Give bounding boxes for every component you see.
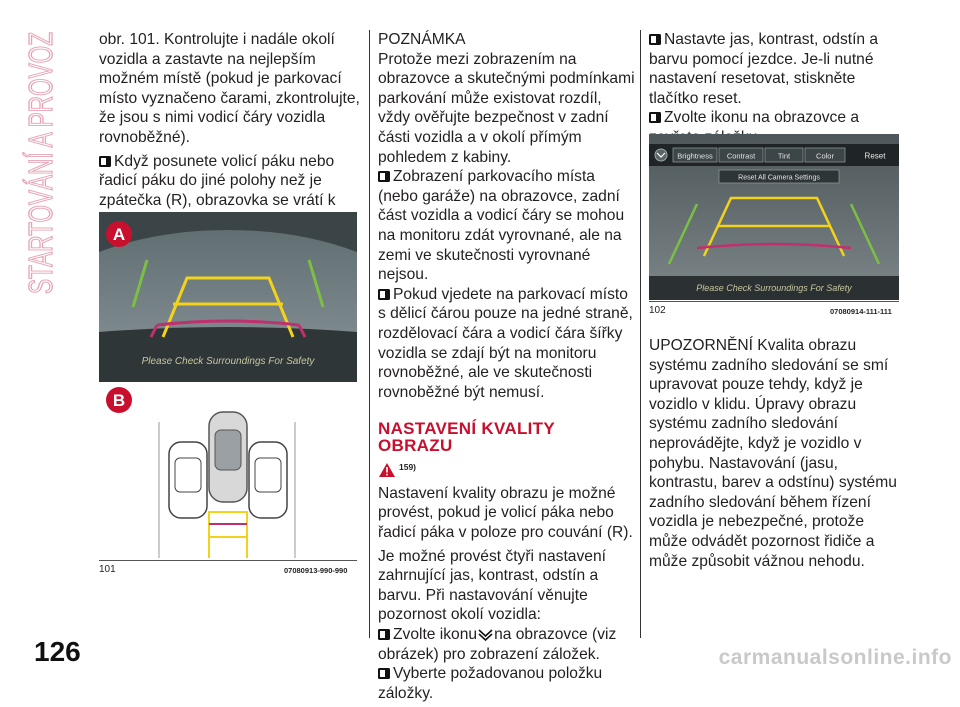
tab-tint[interactable]	[764, 147, 804, 163]
col3-bullet-1-text: Nastavte jas, kontrast, odstín a barvu p…	[649, 31, 879, 107]
guide-line-yellow	[161, 276, 295, 338]
column-3-warning: UPOZORNĚNÍ Kvalita obrazu systému zadníh…	[649, 336, 905, 575]
column-divider-1	[369, 30, 370, 638]
page-number: 126	[34, 636, 81, 667]
col2-paragraph-2: Je možné provést čtyři nastavení zahrnuj…	[378, 547, 606, 624]
bullet-marker-icon	[378, 288, 390, 300]
watermark: carmanualsonline.info	[718, 646, 952, 669]
bullet-marker-icon	[649, 34, 661, 45]
col2-bullet-1: Zobrazení parkovacího místa (nebo garáže…	[378, 167, 636, 285]
reset-all-button[interactable]	[718, 169, 840, 184]
col2-bullet-2: Pokud vjedete na parkovací místo s dělic…	[378, 285, 636, 403]
parked-car-left	[168, 441, 208, 519]
col3-warning-text: UPOZORNĚNÍ Kvalita obrazu systému zadníh…	[649, 337, 897, 570]
col2-bullet-3-after: na obrazovce (viz obrázek) pro zobrazení…	[378, 626, 617, 663]
bullet-marker-icon	[99, 155, 111, 167]
tab-tint-label: Tint	[778, 152, 791, 161]
fig101-overlay-text: Please Check Surroundings For Safety	[142, 356, 316, 367]
note-title: POZNÁMKA	[378, 31, 466, 48]
label-a: A	[113, 225, 125, 244]
col3-bullet-1: Nastavte jas, kontrast, odstín a barvu p…	[649, 30, 905, 108]
col2-bullet-4: Vyberte požadovanou položku záložky.	[378, 664, 636, 703]
label-b-badge	[106, 387, 132, 413]
parked-car-right	[248, 441, 288, 519]
tab-brightness-label: Brightness	[677, 152, 713, 161]
column-1: obr. 101. Kontrolujte i nadále okolí voz…	[99, 30, 361, 234]
col2-bullet-3-before: Zvolte ikonu	[393, 626, 478, 644]
guide-line-red	[156, 319, 300, 327]
figure-102-number: 102	[649, 305, 666, 316]
figure-101-code: 07080913-990-990	[284, 566, 348, 575]
tab-brightness[interactable]	[672, 147, 718, 163]
col2-bullet-1-text: Zobrazení parkovacího místa (nebo garáže…	[378, 168, 625, 284]
col2-paragraph-1: Nastavení kvality obrazu je možné provés…	[378, 484, 633, 542]
tab-contrast-label: Contrast	[727, 152, 756, 161]
figure-102-code: 07080914-111-111	[830, 307, 892, 316]
figure-101: Please Check Surroundings For Safety A B	[99, 212, 357, 558]
col2-bullet-4-text: Vyberte požadovanou položku záložky.	[378, 665, 603, 702]
tab-contrast[interactable]	[718, 147, 764, 163]
section-heading-line-1: NASTAVENÍ KVALITY	[378, 419, 555, 439]
bullet-marker-icon	[649, 112, 661, 124]
section-heading: NASTAVENÍ KVALITY OBRAZU	[378, 420, 636, 454]
tab-color-label: Color	[816, 152, 834, 161]
figure-102: Brightness Contrast Tint Color Reset Res…	[649, 134, 899, 300]
settings-tab-icon[interactable]	[654, 148, 668, 162]
warning-reference: 159)	[378, 458, 636, 478]
figure-101-rule	[99, 560, 357, 561]
reset-button[interactable]: Reset	[865, 152, 887, 161]
bullet-marker-icon	[378, 629, 390, 641]
warning-triangle-icon	[379, 462, 395, 477]
label-b: B	[113, 391, 125, 410]
fig102-overlay-text: Please Check Surroundings For Safety	[696, 283, 852, 293]
bullet-marker-icon	[378, 171, 390, 183]
col1-paragraph: obr. 101. Kontrolujte i nadále okolí voz…	[99, 31, 360, 146]
column-divider-2	[640, 30, 641, 638]
tab-color[interactable]	[804, 147, 846, 163]
column-3: Nastavte jas, kontrast, odstín a barvu p…	[649, 30, 905, 152]
warning-reference-number: 159)	[399, 462, 417, 473]
note-text: Protože mezi zobrazením na obrazovce a s…	[378, 50, 635, 166]
settings-tab-icon	[477, 627, 494, 642]
bullet-marker-icon	[378, 668, 390, 680]
figure-102-rule	[649, 301, 899, 302]
label-a-badge	[106, 221, 132, 247]
section-side-title: STARTOVÁNÍ A PROVOZ	[14, 24, 58, 294]
section-heading-line-2: OBRAZU	[378, 436, 453, 456]
column-2: POZNÁMKA Protože mezi zobrazením na obra…	[378, 30, 636, 707]
figure-101-number: 101	[99, 564, 116, 575]
reset-all-label: Reset All Camera Settings	[738, 175, 820, 182]
side-title-text: STARTOVÁNÍ A PROVOZ	[22, 32, 58, 294]
col2-bullet-2-text: Pokud vjedete na parkovací místo s dělic…	[378, 285, 633, 401]
